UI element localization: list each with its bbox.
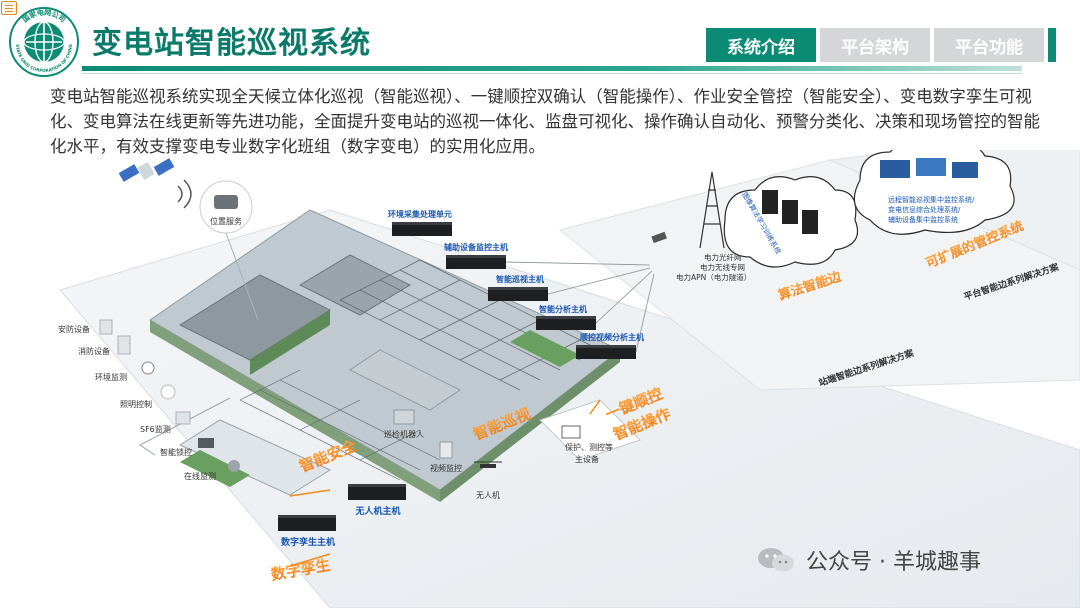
- label-protection: 保护、测控等: [565, 442, 613, 452]
- cloud-remote-line-1: 远程智能巡视集中监控系统/: [888, 195, 975, 204]
- device-lighting: 照明控制: [120, 399, 152, 409]
- server-sequence-video-label: 顺控视频分析主机: [580, 332, 644, 342]
- cloud-training: 图像算法学习训练系统: [723, 176, 859, 268]
- cloud-remote-line-2: 变电信息综合处理系统/: [888, 205, 961, 214]
- label-protection-sub: 主设备: [575, 454, 599, 464]
- position-service-label: 位置服务: [210, 216, 242, 226]
- drone-icon: [474, 461, 502, 468]
- tab-bar: 系统介绍 平台架构 平台功能: [706, 28, 1044, 64]
- server-env-unit: 环境采集处理单元: [388, 209, 452, 236]
- watermark-text: 公众号 · 羊城趣事: [806, 550, 981, 575]
- server-links: [505, 261, 655, 353]
- network-line-2: 电力无线专网: [700, 262, 745, 272]
- server-smart-analysis-label: 智能分析主机: [539, 304, 587, 314]
- server-smart-patrol-label: 智能巡视主机: [496, 274, 544, 284]
- cloud-remote-line-3: 辅助设备集中监控系统: [888, 215, 958, 224]
- document-icon: [1, 1, 17, 15]
- server-smart-patrol: 智能巡视主机: [488, 274, 548, 301]
- server-smart-analysis: 智能分析主机: [536, 304, 596, 330]
- lower-devices: 巡检机器人 视频监控 无人机 保护、测控等 主设备: [384, 399, 641, 500]
- intro-paragraph: 变电站智能巡视系统实现全天候立体化巡视（智能巡视）、一键顺控双确认（智能操作）、…: [50, 87, 1040, 156]
- server-aux-monitor: 辅助设备监控主机: [444, 242, 508, 269]
- signal-waves-icon: [177, 179, 192, 209]
- substation-diagram: 位置服务 环境采集处理单元 辅助设备监控主机 智能巡视主机 智能分析主机 顺控视…: [58, 150, 1080, 608]
- power-tower-icon: [699, 171, 725, 249]
- device-security: 安防设备: [58, 324, 90, 334]
- twin-host: 数字孪生主机: [278, 515, 336, 548]
- dish-icon: [651, 231, 667, 244]
- cloud-remote: 远程智能巡视集中监控系统/ 变电信息综合处理系统/ 辅助设备集中监控系统: [853, 150, 1015, 235]
- header-divider-thin: [82, 73, 1022, 74]
- state-grid-logo: 国家电网公司 STATE GRID CORPORATION OF CHINA: [9, 7, 79, 77]
- device-env-monitor: 环境监测: [95, 372, 127, 382]
- network-line-1: 电力光纤网: [704, 252, 742, 262]
- device-fire: 消防设备: [78, 346, 110, 356]
- server-aux-monitor-label: 辅助设备监控主机: [444, 242, 508, 252]
- network-line-3: 电力APN（电力隧道）: [676, 272, 751, 282]
- drone-host: 无人机主机: [348, 484, 406, 517]
- twin-host-label: 数字孪生主机: [281, 536, 335, 548]
- drone-host-label: 无人机主机: [354, 505, 400, 517]
- page-title: 变电站智能巡视系统: [92, 26, 371, 61]
- label-robot: 巡检机器人: [384, 429, 424, 439]
- left-device-list: 安防设备 消防设备 环境监测 照明控制 SF6监测 智能锁控 在线监测: [58, 319, 240, 481]
- tab-system-intro[interactable]: 系统介绍: [706, 28, 816, 62]
- tab-accent-bar: [1048, 28, 1056, 62]
- label-drone: 无人机: [476, 490, 500, 500]
- tab-platform-architecture[interactable]: 平台架构: [820, 28, 930, 62]
- wechat-icon: [758, 548, 794, 572]
- label-camera: 视频监控: [430, 463, 462, 473]
- server-sequence-video: 顺控视频分析主机: [576, 332, 644, 359]
- device-sf6: SF6监测: [140, 424, 171, 434]
- device-online-monitor: 在线监测: [184, 471, 216, 481]
- tab-platform-functions[interactable]: 平台功能: [934, 28, 1044, 62]
- server-env-unit-label: 环境采集处理单元: [388, 209, 452, 219]
- header-divider: [82, 66, 1022, 71]
- watermark: 公众号 · 羊城趣事: [756, 544, 981, 576]
- bracket-lines: [289, 399, 601, 567]
- satellite-icon: [118, 158, 175, 182]
- device-smart-lock: 智能锁控: [160, 447, 192, 457]
- position-service: 位置服务: [199, 180, 259, 321]
